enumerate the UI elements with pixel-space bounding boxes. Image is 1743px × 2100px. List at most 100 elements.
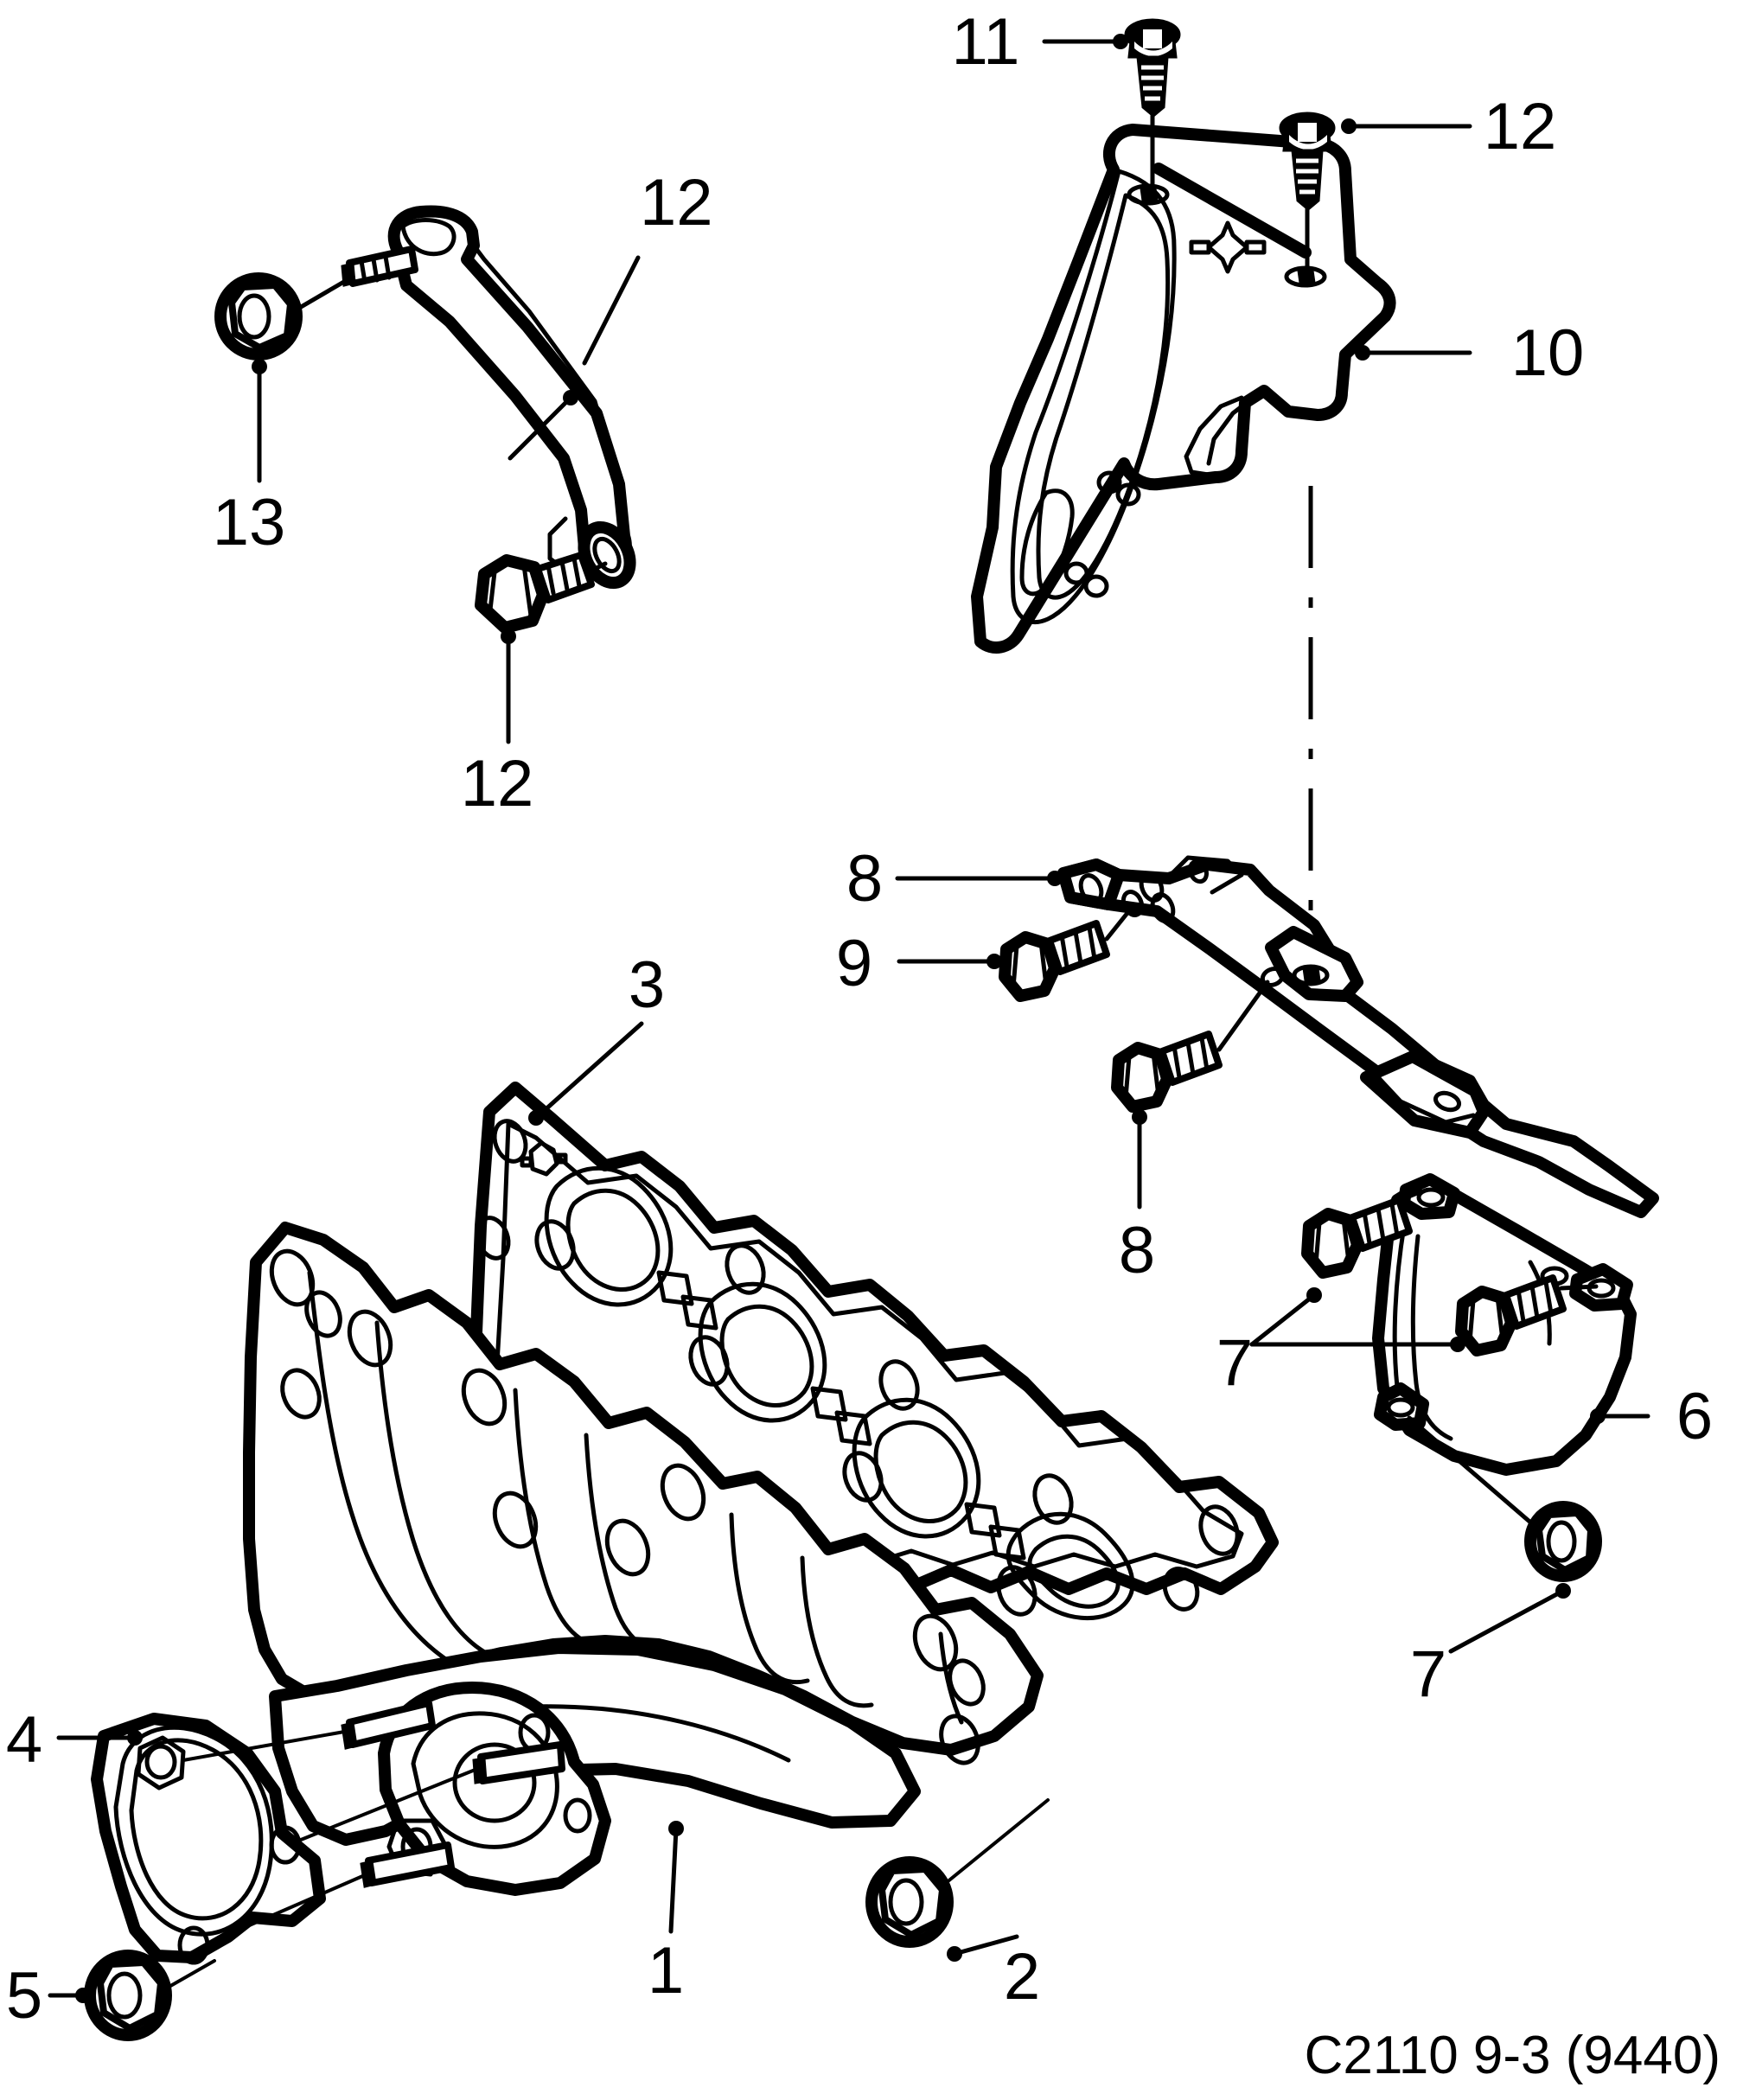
leader-12a-dot [1113,34,1128,49]
support-stay-lower-eye-hole [592,536,622,574]
bracket-hole-upper [1188,859,1209,884]
guide-gasket-right-to-stud [299,1767,479,1841]
manifold-runner-3b [800,1555,874,1708]
orientation-marker-icon [1189,220,1267,274]
shield-notch-contour2 [1206,393,1258,466]
footer-diagram-code: C2110 9-3 (9440) [1305,2026,1721,2085]
leader-8c-to-ear [1559,1284,1599,1291]
flange-gasket-ear-top [136,1735,186,1790]
leader-8b-line [1249,1293,1317,1347]
bolt-10-threads [1059,925,1097,969]
leader-13-segment [582,255,641,366]
screw-12b-head-face [1298,123,1317,142]
callout-label-2: 2 [1004,1940,1040,2014]
leader-12b-dot [1341,118,1357,134]
bracket-bolt-icon-8 [1111,1031,1223,1113]
bracket-lower-flange-hole [1433,1090,1462,1113]
flange-gasket-bore-inner [129,1738,264,1921]
bolt-8b-threads [1362,1202,1400,1246]
leader-10-dot [986,954,1002,969]
leader-8a-to-hole [1216,980,1270,1052]
leader-2-line [952,1934,1019,1956]
bracket-bolt-icon-10 [999,920,1110,1002]
orientation-marker-left-bar [1189,239,1211,255]
leader-14-to-eye [589,561,608,573]
shield-fold-crease [1152,163,1312,259]
guide-nut2-to-boss [944,1798,1050,1885]
nut-7-bore [1546,1520,1577,1563]
leader-13-dot [563,390,578,405]
support-stay-bolt-icon [475,552,595,634]
manifold-boss-5 [461,1368,508,1427]
part-lower-heat-shield-group: 7 6 7 [1216,1173,1713,1711]
callout-label-14: 12 [461,747,534,820]
nut-15-bore [237,293,271,340]
guide-nut5-to-hole [164,1959,216,1990]
outlet-flange-bore-inner [452,1742,537,1823]
shield-vent-hole-2 [1115,482,1141,507]
gasket-port-3 [834,1359,1002,1539]
screw-12a-threads [1141,65,1164,101]
bolt-8c-threads [1516,1280,1554,1324]
callout-label-12a: 11 [952,5,1020,79]
lower-shield-bolt-icon-right [1455,1274,1567,1356]
callout-label-11: 10 [1511,316,1585,390]
bracket-lower-flange [1360,1050,1490,1139]
bolt-8b-facets [1313,1216,1351,1267]
outlet-flange-bore [411,1711,559,1849]
manifold-boss-7 [604,1518,651,1577]
manifold-boss-3 [280,1368,322,1420]
bracket-mount-pad-hole-fill [1302,967,1321,986]
part-upper-heat-shield-group: 11 12 10 [952,5,1585,975]
bracket-upper-tab [1165,855,1244,895]
manifold-boss-2 [304,1290,342,1338]
lower-shield-ear-bottom [1374,1382,1429,1431]
callout-label-4: 4 [6,1703,42,1777]
screw-12b-head-shadow [1289,135,1327,150]
leader-15-to-stud [294,274,355,312]
lower-shield-emboss-1 [1392,1223,1445,1448]
manifold-boss-9 [912,1613,959,1672]
manifold-boss-11 [939,1714,980,1765]
guide-gasket-top-to-stud [182,1729,351,1762]
leader-9-dot [1047,871,1063,886]
manifold-boss-10 [948,1658,986,1707]
bolt-8a-threads [1172,1036,1210,1080]
leader-13 [508,395,573,461]
flange-gasket-hole-top [144,1744,177,1780]
bracket-left-flange [1057,859,1125,910]
leader-7-line [1448,1588,1566,1654]
leader-3-line [533,1021,644,1120]
part-support-bracket-group: 8 9 8 [836,842,1659,1287]
manifold-boss-6 [492,1490,539,1549]
callout-label-15: 13 [213,486,286,559]
lower-shield-emboss-2 [1410,1234,1453,1441]
callout-label-8b: 7 [1216,1326,1253,1400]
callout-label-13: 12 [640,166,713,239]
shield-vent-hole-3 [1063,561,1089,585]
bracket-lower-flange-fold [1374,1073,1476,1125]
lower-shield-nut-icon [1524,1501,1602,1582]
gasket-port-4 [988,1473,1240,1621]
support-stay-inner-edge [471,243,623,535]
manifold-runner-3 [729,1512,810,1685]
shield-emboss-large [1010,169,1177,625]
gasket-bolt-hole-tl [492,1119,528,1164]
manifold-boss-4 [347,1309,393,1368]
callout-label-9: 8 [846,842,883,916]
bracket-hole-left [1078,873,1104,904]
leader-1-line [668,1826,679,1934]
manifold-runner-1b [374,1320,499,1661]
bracket-hole-for-bolt8 [1260,967,1286,987]
outlet-flange-studs [341,1700,565,1888]
screw-12a-head-shadow [1134,41,1172,56]
shield-vent-hole-1 [1096,470,1122,495]
manifold-boss-1 [269,1248,316,1307]
shield-emboss-inner [1036,193,1171,600]
callout-label-12b: 12 [1484,90,1557,163]
nut-5-bore [106,1971,143,2020]
manifold-flange-nut-icon [865,1856,954,1948]
bracket-hole-mid2 [1139,871,1165,903]
